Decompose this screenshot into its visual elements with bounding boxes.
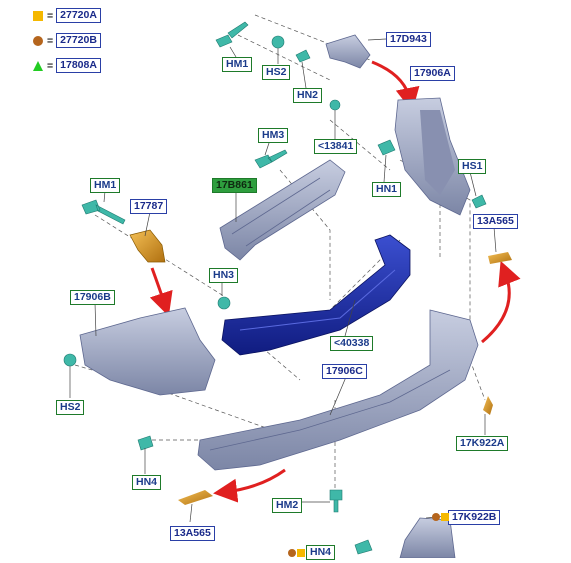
screw-hm1-left <box>81 199 126 225</box>
screw-hs2-top <box>271 35 285 49</box>
reinforcement-40338 <box>221 234 411 356</box>
bracket-17d943 <box>325 34 371 69</box>
nut-hn1 <box>377 139 396 156</box>
label-13a565-bottom: 13A565 <box>170 526 215 541</box>
legend-row-17808a: =17808A <box>33 58 101 73</box>
arrow-to-13a565-bottom <box>213 468 286 503</box>
screw-hm1-top <box>215 21 249 48</box>
reflector-13a565-bottom <box>178 490 213 505</box>
label-hn2: HN2 <box>293 88 323 103</box>
retainer-17b861 <box>219 159 346 261</box>
label-13841: <13841 <box>314 139 358 154</box>
label-hn4-bottom: HN4 <box>306 545 336 560</box>
screw-hm2 <box>329 489 343 513</box>
assembly-lines <box>74 14 486 490</box>
arrow-to-13a565-right <box>481 260 521 344</box>
bumper-cover-17906c <box>197 309 479 471</box>
label-17906b: 17906B <box>70 290 115 305</box>
nut-hn4-bottom <box>354 539 373 555</box>
amber-parts <box>129 229 512 505</box>
leader-lines <box>69 38 497 523</box>
label-hm1-top: HM1 <box>222 57 253 72</box>
label-13a565-right: 13A565 <box>473 214 518 229</box>
side-bracket-17906a <box>394 97 471 216</box>
label-hn3: HN3 <box>209 268 239 283</box>
label-hn1: HN1 <box>372 182 402 197</box>
part-17k922a <box>483 396 493 415</box>
nut-hn3 <box>217 296 231 310</box>
bracket-17787 <box>129 229 166 263</box>
arrow-to-17906a <box>371 60 420 112</box>
screw-hs1 <box>471 194 487 209</box>
square-icon <box>441 513 449 521</box>
corner-cover-17906b <box>79 307 216 396</box>
red-arrows <box>149 60 521 503</box>
label-hs1: HS1 <box>458 159 487 174</box>
circle-icon <box>288 549 296 557</box>
reflector-13a565-right <box>488 252 512 264</box>
label-hs2-top: HS2 <box>262 65 291 80</box>
label-40338: <40338 <box>330 336 374 351</box>
label-17906a: 17906A <box>410 66 455 81</box>
triangle-icon <box>33 60 43 71</box>
legend-row-27720b: =27720B <box>33 33 101 48</box>
legend-row-27720a: =27720A <box>33 8 101 23</box>
arrow-to-17906b <box>149 267 173 317</box>
square-icon <box>33 10 43 21</box>
lower-part-17k922b <box>399 517 456 559</box>
label-hs2-left: HS2 <box>56 400 85 415</box>
label-hn4-left: HN4 <box>132 475 162 490</box>
screw-hs2-left <box>63 353 77 367</box>
label-17787: 17787 <box>130 199 168 214</box>
label-17d943: 17D943 <box>386 32 431 47</box>
label-17k922a: 17K922A <box>456 436 509 451</box>
fasteners <box>63 21 487 555</box>
clip-13841 <box>329 99 341 111</box>
screw-hm3 <box>254 149 288 169</box>
label-17906c: 17906C <box>322 364 367 379</box>
label-hm3: HM3 <box>258 128 289 143</box>
label-17b861: 17B861 <box>212 178 257 193</box>
circle-icon <box>432 513 440 521</box>
circle-icon <box>33 35 43 46</box>
label-17k922b: 17K922B <box>448 510 501 525</box>
square-icon <box>297 549 305 557</box>
nut-hn2 <box>295 49 311 63</box>
nut-hn4-left <box>137 435 154 451</box>
label-hm1-left: HM1 <box>90 178 121 193</box>
label-hm2: HM2 <box>272 498 303 513</box>
